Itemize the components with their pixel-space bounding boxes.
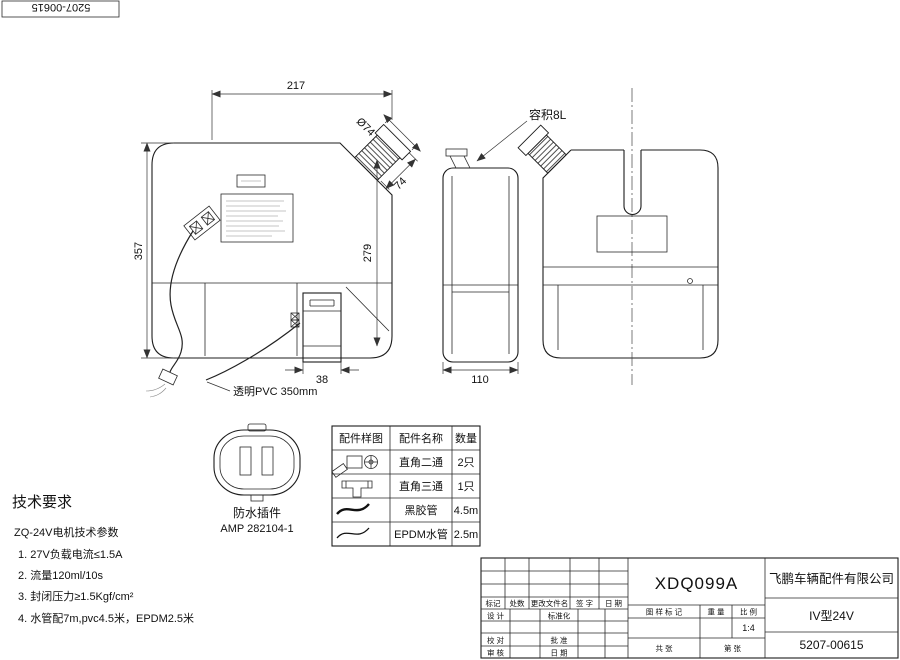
parts-table: 配件样图 配件名称 数量 直角二通 2只 直角三通 1只 黑胶管 4.5m EP… <box>331 425 481 547</box>
connector-inner-shell <box>219 435 295 490</box>
rubber-hose-icon <box>336 503 370 515</box>
connector-name: 防水插件 <box>233 505 281 520</box>
pvc-tube-label: 透明PVC 350mm <box>233 385 317 398</box>
connector-top-key <box>247 423 267 432</box>
epdm-hose-icon <box>336 527 370 539</box>
vent-hole <box>687 278 693 284</box>
part-name: 直角二通 <box>399 455 443 469</box>
label-design: 设 计 <box>487 611 505 621</box>
dim-217: 217 <box>211 80 393 140</box>
label-date: 日 期 <box>605 599 622 608</box>
rear-internal-lines <box>543 266 718 350</box>
connector-pin-slot-left <box>239 446 252 476</box>
pvc-tube <box>205 322 301 381</box>
tech-requirements: 技术要求 ZQ-24V电机技术参数 1. 27V负载电流≤1.5A 2. 流量1… <box>12 494 194 625</box>
svg-text:217: 217 <box>287 80 305 92</box>
side-view: 110 <box>442 148 519 386</box>
part-name: 直角三通 <box>399 479 443 493</box>
svg-text:357: 357 <box>133 242 145 260</box>
tech-item: 4. 水管配7m,pvc4.5米，EPDM2.5米 <box>18 611 194 625</box>
dim-279: 279 <box>362 159 381 347</box>
col-header-qty: 数量 <box>455 432 477 445</box>
tech-title: 技术要求 <box>12 494 72 511</box>
svg-text:279: 279 <box>362 244 374 262</box>
connector-detail: 防水插件 AMP 282104-1 <box>213 423 301 535</box>
col-header-name: 配件名称 <box>399 431 443 445</box>
rear-recess <box>596 215 668 253</box>
title-block: XDQ099A 飞鹏车辆配件有限公司 IV型24V 5207-00615 标记 … <box>480 557 899 659</box>
elbow-fitting-icon <box>331 455 378 478</box>
part-qty: 4.5m <box>454 505 478 517</box>
capacity-label: 容积8L <box>529 107 567 122</box>
label-date2: 日 期 <box>550 649 567 658</box>
label-scale: 比 例 <box>740 607 757 617</box>
pvc-leader-line <box>206 381 231 392</box>
label-proofread: 校 对 <box>487 635 505 645</box>
rear-view: 容积8L <box>476 88 719 385</box>
tech-item: 1. 27V负载电流≤1.5A <box>18 547 123 561</box>
part-qty: 1只 <box>457 481 474 493</box>
label-approve: 批 准 <box>550 635 568 645</box>
small-label-plate <box>236 174 266 188</box>
col-header-sample: 配件样图 <box>339 431 383 445</box>
svg-text:38: 38 <box>316 374 328 386</box>
rear-filler-neck <box>517 124 567 174</box>
label-standardization: 标准化 <box>548 611 571 621</box>
svg-text:110: 110 <box>471 374 489 386</box>
tech-item: 3. 封闭压力≥1.5Kgf/cm² <box>18 589 134 603</box>
side-tank-outline <box>442 167 519 363</box>
capacity-leader-line <box>476 120 528 162</box>
front-view: Ø74 74 <box>133 80 421 398</box>
dim-357: 357 <box>133 142 174 359</box>
part-name: 黑胶管 <box>405 503 438 517</box>
part-name: EPDM水管 <box>394 527 448 541</box>
corner-code-box: 5207-00615 <box>1 0 120 18</box>
tech-subtitle: ZQ-24V电机技术参数 <box>14 525 119 539</box>
tee-fitting-icon <box>341 480 373 498</box>
motor-connector <box>183 205 221 241</box>
wire-harness <box>169 230 194 373</box>
filler-neck: Ø74 74 <box>354 114 421 192</box>
pump-housing <box>290 292 342 363</box>
nameplate-text-lines <box>226 200 286 237</box>
side-internal-lines <box>443 176 518 354</box>
label-weight: 重 量 <box>707 608 725 617</box>
dim-38: 38 <box>285 362 359 386</box>
tech-item: 2. 流量120ml/10s <box>18 568 103 582</box>
label-sheet-no: 第 张 <box>724 643 742 653</box>
rear-tank-outline <box>542 149 719 359</box>
corner-code-text: 5207-00615 <box>32 1 91 13</box>
neck-length-dim: 74 <box>392 175 409 192</box>
neck-diameter-dim: Ø74 <box>354 116 377 139</box>
connector-model: AMP 282104-1 <box>220 523 293 535</box>
label-qty: 处数 <box>510 598 525 608</box>
label-review: 审 核 <box>487 648 505 658</box>
label-mark: 标记 <box>486 598 501 608</box>
wire-strands <box>145 383 167 398</box>
part-qty: 2只 <box>457 457 474 469</box>
part-qty: 2.5m <box>454 529 478 541</box>
wire-end-plug <box>158 368 178 386</box>
connector-pin-slot-right <box>261 446 274 476</box>
nameplate <box>220 193 294 243</box>
drawing-number: 5207-00615 <box>799 638 863 652</box>
scale-value: 1:4 <box>742 623 755 633</box>
connector-outer-shell <box>213 429 301 496</box>
label-signature: 签 字 <box>576 598 593 608</box>
connector-bottom-tab <box>250 494 264 502</box>
label-change-doc: 更改文件名 <box>531 598 569 608</box>
model-number: XDQ099A <box>655 574 739 593</box>
label-sheets-total: 共 张 <box>655 644 673 653</box>
type-label: IV型24V <box>809 609 854 623</box>
rear-notch <box>623 150 642 215</box>
label-stage-mark: 图 样 标 记 <box>646 607 683 617</box>
title-block-grid <box>481 558 898 658</box>
front-tank-outline <box>151 142 393 359</box>
front-internal-lines <box>152 282 392 356</box>
side-neck-cap <box>445 148 468 157</box>
dim-110: 110 <box>442 362 519 386</box>
company-name: 飞鹏车辆配件有限公司 <box>769 571 894 586</box>
